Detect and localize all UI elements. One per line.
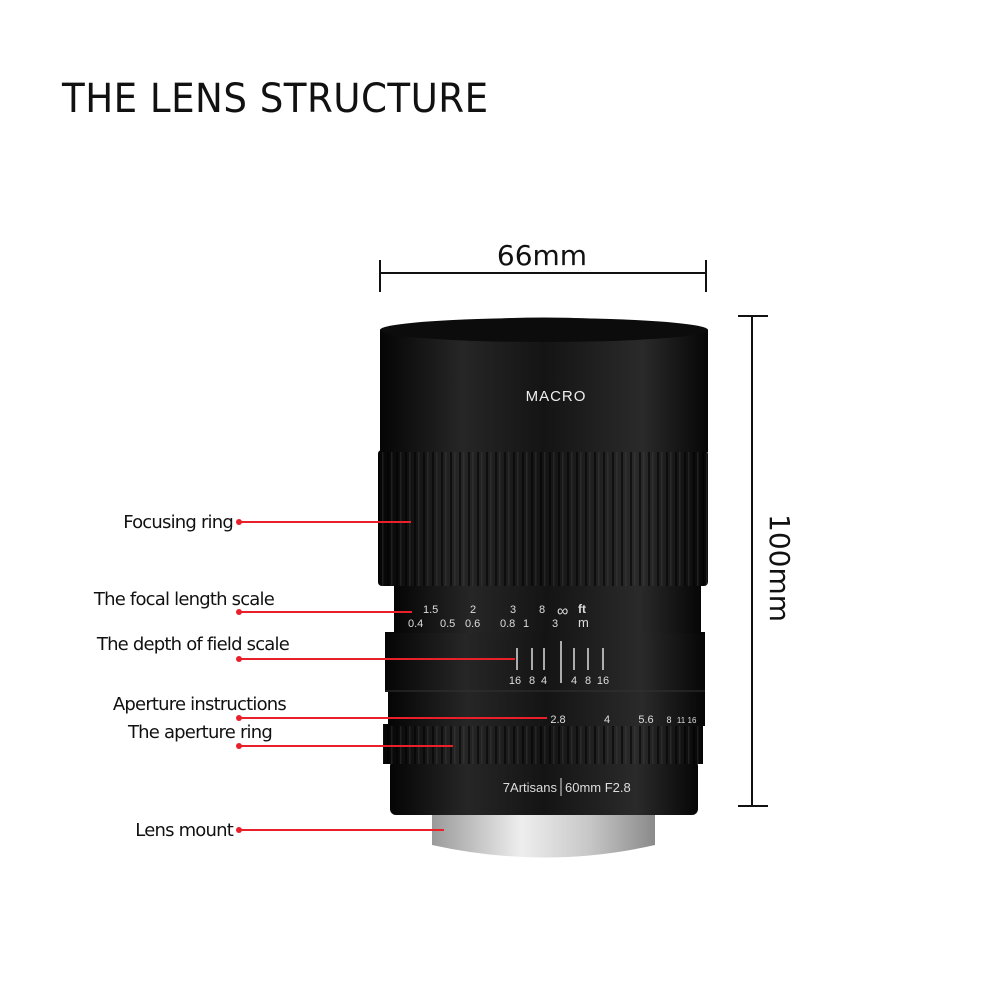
svg-text:4: 4 [571, 675, 577, 687]
svg-text:8: 8 [539, 604, 545, 616]
macro-mark: MACRO [526, 388, 587, 405]
lens-image: MACRO 1.5 2 3 8 ∞ ft 0.4 0.5 0.6 0.8 1 3… [378, 317, 708, 858]
svg-text:8: 8 [529, 675, 535, 687]
svg-text:8: 8 [666, 715, 671, 725]
svg-text:0.8: 0.8 [500, 618, 515, 630]
svg-text:Lens mount: Lens mount [135, 820, 233, 841]
svg-text:5.6: 5.6 [638, 714, 653, 726]
svg-text:8: 8 [585, 675, 591, 687]
svg-text:0.6: 0.6 [465, 618, 480, 630]
height-dimension: 100mm [738, 315, 796, 807]
callout-aperture-ring: The aperture ring [127, 722, 453, 749]
svg-text:1: 1 [523, 618, 529, 630]
callout-depth-of-field-scale: The depth of field scale [96, 634, 515, 662]
svg-text:0.5: 0.5 [440, 618, 455, 630]
height-label: 100mm [763, 514, 796, 622]
callout-aperture-instructions: Aperture instructions [113, 694, 547, 721]
callout-focal-length-scale: The focal length scale [93, 589, 412, 615]
dof-scale: 16 8 4 4 8 16 [509, 675, 609, 687]
svg-text:0.4: 0.4 [408, 618, 423, 630]
svg-text:2.8: 2.8 [550, 714, 565, 726]
svg-text:Aperture instructions: Aperture instructions [113, 694, 287, 715]
lens-mount [432, 812, 655, 858]
spec-text: 60mm F2.8 [565, 780, 631, 795]
width-dimension: 66mm [379, 239, 707, 292]
callout-focusing-ring: Focusing ring [123, 512, 411, 533]
aperture-scale: 2.8 4 5.6 8 11 16 [550, 714, 697, 726]
svg-text:11: 11 [677, 716, 686, 725]
svg-text:2: 2 [470, 604, 476, 616]
distance-scale: 1.5 2 3 8 ∞ ft 0.4 0.5 0.6 0.8 1 3 m [408, 602, 589, 630]
svg-text:4: 4 [541, 675, 547, 687]
brand-text: 7Artisans [503, 780, 558, 795]
page-title: THE LENS STRUCTURE [62, 76, 489, 122]
svg-text:16: 16 [509, 675, 521, 687]
svg-text:ft: ft [578, 602, 586, 616]
svg-text:∞: ∞ [557, 603, 568, 620]
svg-text:16: 16 [688, 716, 697, 725]
svg-text:16: 16 [597, 675, 609, 687]
svg-text:m: m [578, 615, 589, 630]
svg-text:1.5: 1.5 [423, 604, 438, 616]
svg-text:The focal length scale: The focal length scale [93, 589, 275, 610]
svg-text:4: 4 [604, 714, 610, 726]
svg-text:3: 3 [552, 618, 558, 630]
svg-text:Focusing ring: Focusing ring [123, 512, 233, 533]
callout-lens-mount: Lens mount [135, 820, 444, 841]
dof-ticks [516, 641, 604, 683]
svg-text:3: 3 [510, 604, 516, 616]
svg-text:The depth of field scale: The depth of field scale [96, 634, 290, 655]
width-label: 66mm [497, 239, 587, 272]
svg-text:The aperture ring: The aperture ring [127, 722, 272, 743]
